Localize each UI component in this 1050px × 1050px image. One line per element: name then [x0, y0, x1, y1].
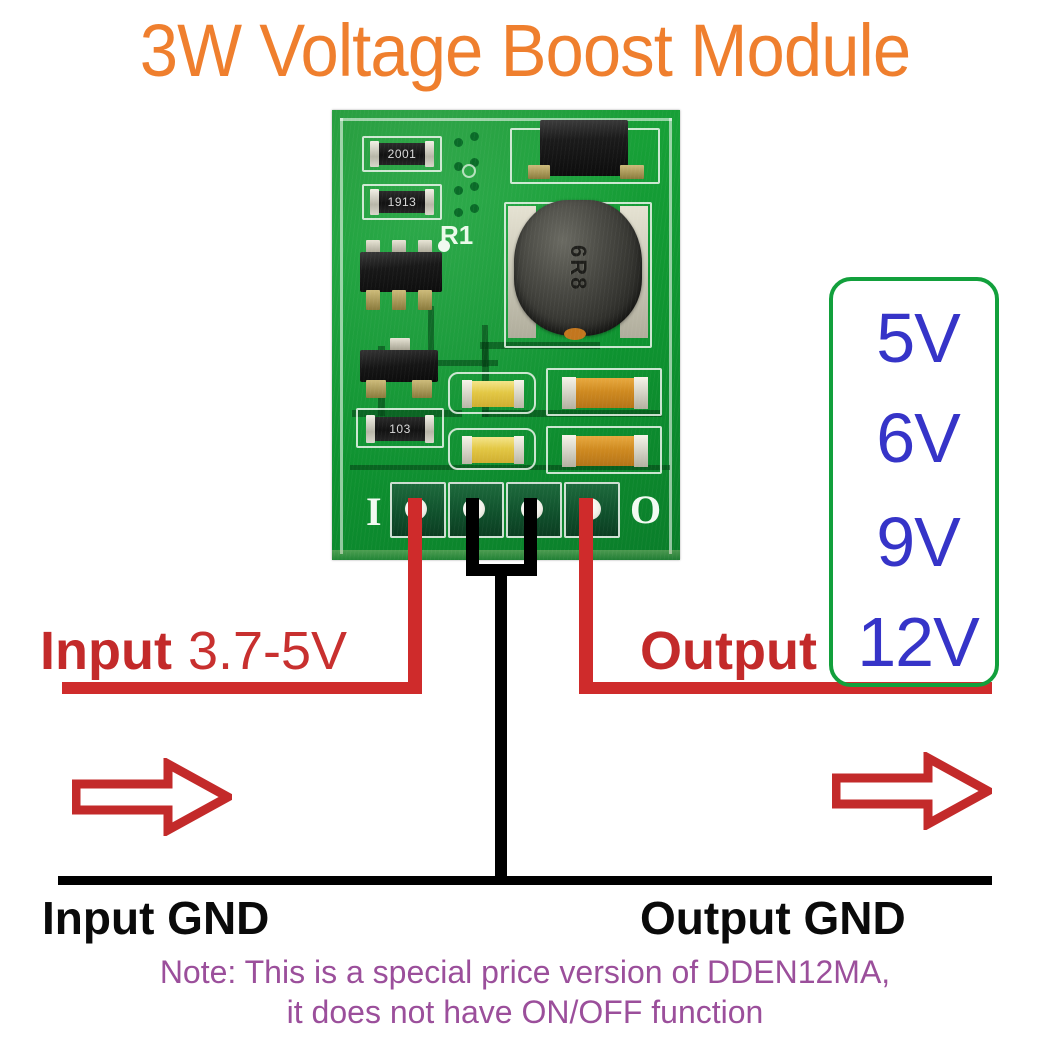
via-dot	[470, 182, 479, 191]
voltage-option-12v: 12V	[857, 603, 980, 681]
copper-trace	[482, 410, 662, 417]
resistor-1913: 1913	[370, 189, 434, 215]
inductor-solder	[564, 328, 586, 340]
output-gnd-label: Output GND	[640, 892, 906, 944]
board-edge-shadow	[332, 550, 680, 560]
pcb-module-image: 2001 1913 R1 103	[332, 110, 680, 560]
via-dot	[470, 132, 479, 141]
wire-input-positive-vertical	[408, 498, 422, 694]
wire-output-positive-vertical	[579, 498, 593, 694]
resistor-2001-label: 2001	[387, 147, 417, 161]
silk-outline	[356, 408, 444, 448]
sot-pin	[390, 338, 410, 352]
wire-input-positive-horizontal	[62, 682, 422, 694]
ic-pin	[366, 290, 380, 310]
input-range: 3.7-5V	[187, 621, 348, 681]
copper-trace	[428, 360, 498, 366]
note-line-2: it does not have ON/OFF function	[286, 994, 764, 1030]
silk-outline	[546, 368, 662, 416]
wire-gnd-main	[495, 564, 507, 882]
big-part-pad	[620, 165, 644, 179]
silk-trace	[340, 118, 672, 121]
via-dot	[454, 162, 463, 171]
copper-trace	[480, 342, 600, 349]
ic-pin	[392, 290, 406, 310]
output-label: Output	[640, 621, 817, 681]
silk-outline	[362, 184, 442, 220]
ic-pin	[418, 290, 432, 310]
input-gnd-label: Input GND	[42, 892, 270, 944]
wire-gnd-stub-input	[466, 498, 479, 576]
sot-pin	[366, 380, 386, 398]
page-title: 3W Voltage Boost Module	[139, 9, 911, 92]
via-ring	[462, 164, 476, 178]
sot23-transistor	[360, 350, 438, 382]
silk-outline	[362, 136, 442, 172]
output-voltage-options-box: 5V 6V 9V 12V	[829, 277, 999, 687]
resistor-103: 103	[366, 415, 434, 443]
via-dot	[470, 204, 479, 213]
inductor: 6R8	[514, 200, 642, 336]
silk-trace	[669, 118, 672, 554]
input-label: Input	[40, 621, 172, 681]
output-flow-arrow	[832, 752, 992, 830]
via-dot	[454, 138, 463, 147]
sot-pin	[412, 380, 432, 398]
via-dot	[454, 208, 463, 217]
capacitor-orange	[562, 377, 648, 409]
resistor-2001: 2001	[370, 141, 434, 167]
ic-chip	[360, 252, 442, 292]
silk-trace	[340, 118, 343, 554]
copper-trace	[352, 410, 462, 417]
via-dot	[454, 186, 463, 195]
copper-trace	[482, 342, 489, 417]
inductor-label: 6R8	[566, 244, 591, 292]
big-part-pad	[528, 165, 550, 179]
output-label-group: Output	[640, 622, 817, 680]
resistor-103-label: 103	[389, 422, 411, 436]
voltage-option-6v: 6V	[876, 399, 961, 477]
voltage-option-9v: 9V	[876, 503, 961, 581]
ground-bar	[58, 876, 992, 885]
voltage-option-5v: 5V	[876, 299, 961, 377]
capacitor-yellow	[462, 436, 524, 464]
silkscreen-input-marker: I	[366, 489, 382, 534]
capacitor-yellow	[462, 380, 524, 408]
wire-gnd-stub-output	[524, 498, 537, 576]
mosfet-diode	[540, 120, 628, 176]
copper-trace	[350, 465, 670, 470]
via-dot	[470, 158, 479, 167]
silk-outline	[546, 426, 662, 474]
resistor-1913-label: 1913	[387, 195, 417, 209]
silk-outline	[448, 428, 536, 470]
copper-trace	[428, 306, 434, 366]
capacitor-orange	[562, 435, 648, 467]
silkscreen-output-marker: O	[630, 487, 662, 532]
input-flow-arrow	[72, 758, 232, 836]
note-line-1: Note: This is a special price version of…	[159, 954, 891, 990]
silk-outline	[448, 372, 536, 414]
note-text: Note: This is a special price version of…	[0, 952, 1050, 1032]
ic-polarity-dot	[438, 240, 450, 252]
